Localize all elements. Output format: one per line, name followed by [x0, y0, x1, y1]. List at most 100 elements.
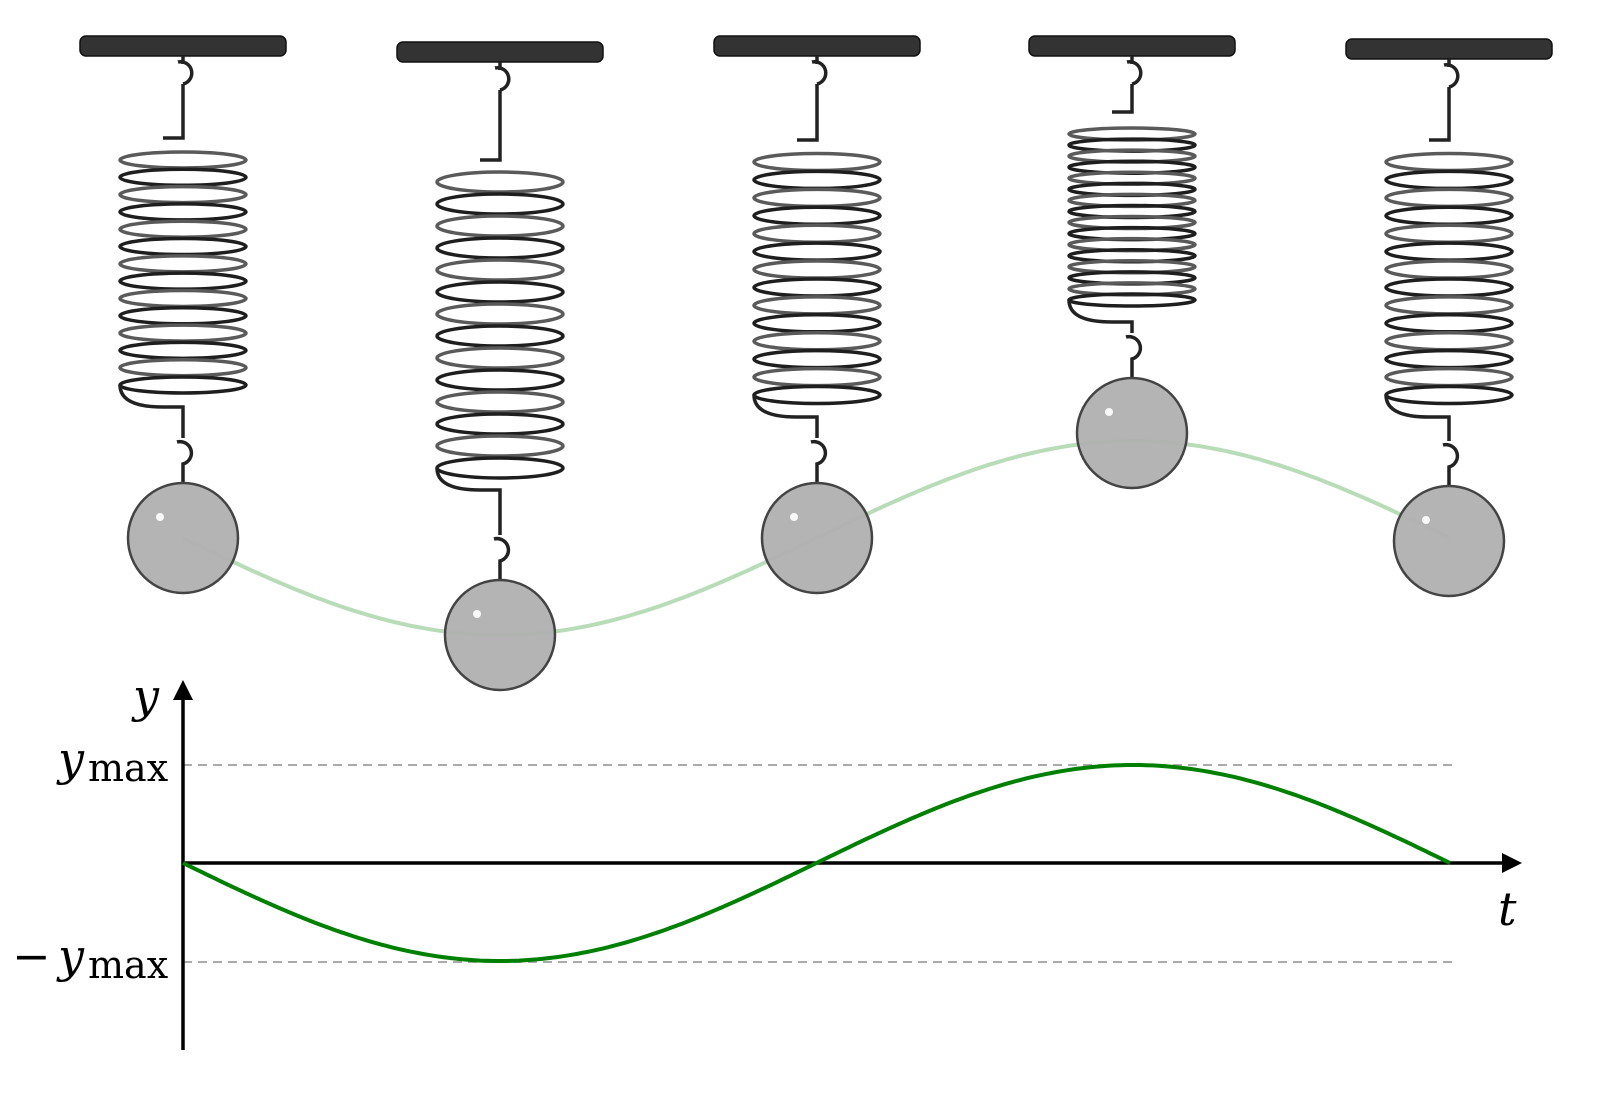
y-axis-label: y [131, 669, 160, 723]
mass-ball [1075, 376, 1189, 490]
ceiling-bar [713, 35, 921, 57]
spring-coil [435, 368, 565, 392]
ymax-label-sub: max [88, 746, 168, 790]
masses-group [126, 376, 1506, 692]
mass-ball [443, 578, 557, 692]
spring-top-lead [1112, 84, 1134, 114]
spring-bottom-lead [435, 467, 502, 535]
mass-hook-icon [810, 439, 828, 484]
spring-coil [435, 412, 565, 436]
displacement-curve [182, 763, 1451, 963]
spring-coil [118, 167, 248, 188]
mass-ball [760, 481, 874, 595]
ceiling-bar [396, 41, 604, 63]
spring-coil [1384, 295, 1514, 316]
mass-ball [126, 481, 240, 595]
spring-coil [1384, 313, 1514, 334]
spring-assembly-3 [713, 35, 921, 484]
spring-coil [752, 187, 882, 209]
mass-ball [1392, 484, 1506, 598]
graph: y t y max − y max [12, 669, 1522, 1050]
spring-assembly-5 [1345, 38, 1553, 487]
spring-coil [435, 170, 565, 194]
spring-coil [118, 357, 248, 378]
spring-coil [118, 323, 248, 343]
spring-coil [752, 384, 882, 406]
mass-hook-icon [1442, 442, 1460, 487]
spring-coil [118, 288, 248, 309]
ymax-label: y max [56, 732, 168, 790]
ceiling-bar [79, 35, 287, 57]
spring-coil [752, 277, 882, 298]
hook-icon [494, 62, 511, 92]
spring-coil [1384, 348, 1514, 370]
mass-1 [126, 481, 240, 595]
neg-ymax-label: − y max [12, 929, 168, 987]
spring-bottom-lead [1067, 299, 1134, 333]
spring-coil [118, 375, 248, 395]
mass-5 [1392, 484, 1506, 598]
mass-hook-icon [176, 439, 194, 484]
spring-coil [1384, 330, 1514, 352]
hook-icon [811, 56, 828, 86]
spring-coil [1384, 151, 1514, 173]
spring-top-lead [797, 84, 819, 142]
spring-coil [1384, 223, 1514, 244]
t-axis-arrow-icon [1502, 853, 1522, 873]
spring-top-lead [163, 84, 185, 140]
spring-coil [118, 184, 248, 205]
springs-group [79, 35, 1553, 581]
spring-coil [435, 192, 565, 216]
spring-coil [435, 434, 565, 458]
spring-top-lead [480, 90, 502, 162]
neg-ymax-label-main: y [56, 929, 85, 983]
spring-coil [752, 313, 882, 334]
spring-coil [118, 236, 248, 257]
spring-coil [752, 223, 882, 244]
spring-coil [1384, 205, 1514, 227]
spring-coil [435, 346, 565, 370]
t-axis-label: t [1498, 882, 1517, 936]
spring-coil [118, 254, 248, 274]
spring-coil [435, 302, 565, 326]
mass-3 [760, 481, 874, 595]
spring-coil [1384, 277, 1514, 298]
mass-highlight [473, 610, 481, 618]
spring-coil [118, 340, 248, 361]
spring-coil [435, 214, 565, 238]
neg-ymax-label-sub: max [88, 943, 168, 987]
mass-highlight [790, 513, 798, 521]
spring-coil [118, 306, 248, 326]
ymax-label-main: y [56, 732, 85, 786]
spring-coil [752, 366, 882, 388]
spring-coil [435, 258, 565, 282]
hook-icon [1443, 59, 1460, 89]
hook-icon [177, 56, 194, 86]
mass-hook-icon [1125, 334, 1143, 379]
y-axis-arrow-icon [173, 680, 193, 700]
spring-coil [435, 324, 565, 348]
spring-coil [752, 330, 882, 352]
spring-assembly-2 [396, 41, 604, 581]
spring-coil [752, 259, 882, 280]
spring-coil [752, 348, 882, 370]
spring-coil [435, 236, 565, 260]
mass-2 [443, 578, 557, 692]
spring-coil [435, 456, 565, 480]
spring-coil [1384, 259, 1514, 280]
spring-bottom-lead [1384, 394, 1451, 441]
mass-hook-icon [493, 536, 511, 581]
neg-ymax-minus: − [12, 929, 51, 983]
spring-coil [118, 219, 248, 239]
spring-coil [435, 390, 565, 414]
spring-coil [1384, 169, 1514, 191]
hook-icon [1126, 56, 1143, 86]
mass-highlight [1422, 516, 1430, 524]
mass-highlight [1105, 408, 1113, 416]
spring-coil [752, 295, 882, 316]
spring-coil [118, 202, 248, 222]
spring-bottom-lead [118, 384, 185, 438]
spring-coil [1384, 366, 1514, 388]
spring-bottom-lead [752, 394, 819, 438]
